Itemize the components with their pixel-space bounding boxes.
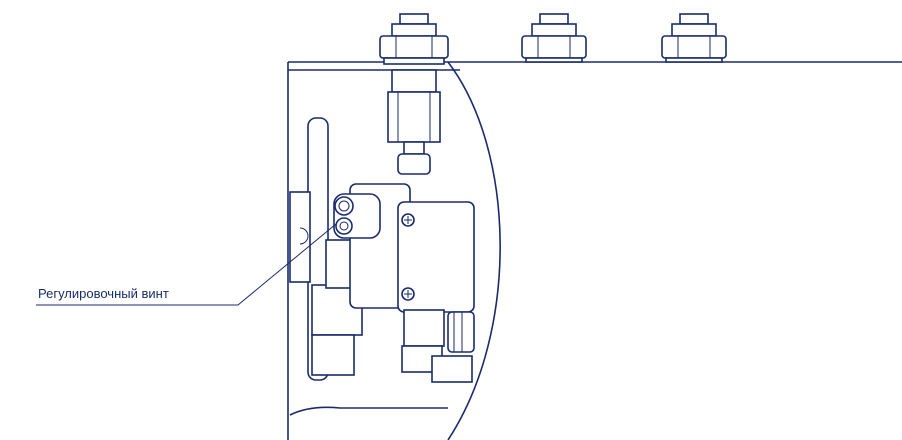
callout-leader-line bbox=[36, 223, 337, 306]
mounting-screws bbox=[401, 213, 415, 301]
regulating-screw-label: Регулировочный винт bbox=[38, 286, 169, 301]
fitting-nut-2 bbox=[521, 13, 587, 63]
housing-arc bbox=[447, 61, 501, 440]
fitting-nut-3 bbox=[661, 13, 727, 63]
pipe-connector bbox=[387, 69, 441, 175]
fitting-nut-1 bbox=[379, 13, 449, 65]
regulating-screw bbox=[333, 193, 381, 239]
